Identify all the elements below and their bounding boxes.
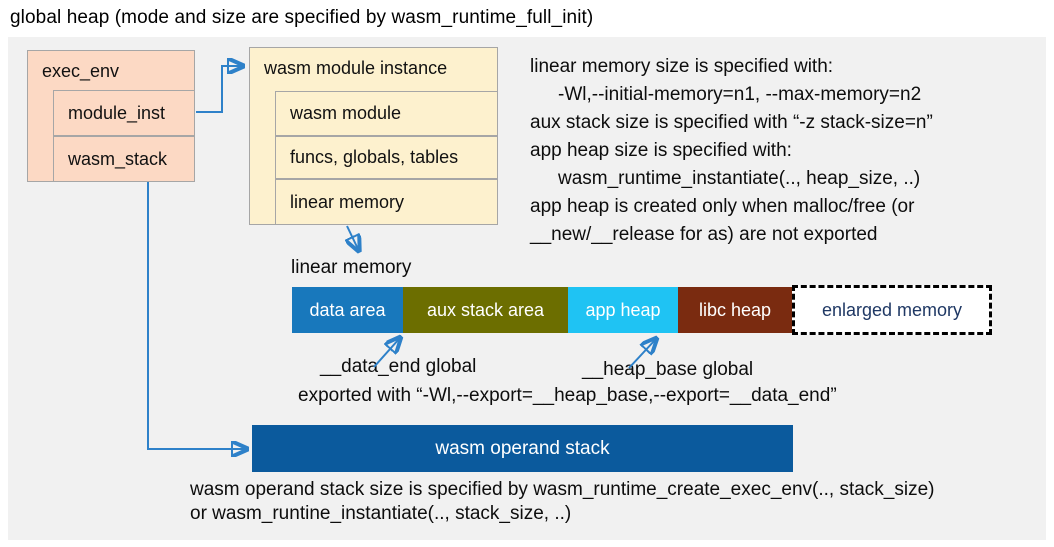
segment-app-heap: app heap <box>568 287 678 333</box>
note-line: wasm operand stack size is specified by … <box>190 479 935 500</box>
wasm-operand-stack-bar: wasm operand stack <box>252 425 793 472</box>
note-line: app heap is created only when malloc/fre… <box>530 196 915 217</box>
exported-with-label: exported with “-Wl,--export=__heap_base,… <box>298 385 837 406</box>
module-inst-field: module_inst <box>53 90 195 136</box>
page-title: global heap (mode and size are specified… <box>10 7 594 28</box>
segment-aux-stack-area: aux stack area <box>403 287 568 333</box>
exec-env-title: exec_env <box>42 61 120 81</box>
note-line: aux stack size is specified with “-z sta… <box>530 112 933 133</box>
module-instance-box: wasm module instance wasm module funcs, … <box>249 47 498 225</box>
segment-libc-heap: libc heap <box>678 287 792 333</box>
note-line: wasm_runtime_instantiate(.., heap_size, … <box>558 168 921 189</box>
note-line: or wasm_runtine_instantiate(.., stack_si… <box>190 503 572 524</box>
wasm-module-field: wasm module <box>275 91 498 136</box>
wasm-stack-field: wasm_stack <box>53 136 195 182</box>
note-line: __new/__release for as) are not exported <box>530 224 878 245</box>
heap-base-global-label: __heap_base global <box>582 359 754 380</box>
linear-memory-label: linear memory <box>291 257 412 278</box>
memory-config-notes: linear memory size is specified with: -W… <box>530 53 933 249</box>
operand-stack-notes: wasm operand stack size is specified by … <box>190 478 935 526</box>
note-line: app heap size is specified with: <box>530 140 792 161</box>
segment-enlarged-memory: enlarged memory <box>792 285 992 335</box>
segment-data-area: data area <box>292 287 403 333</box>
module-instance-title: wasm module instance <box>264 58 448 78</box>
funcs-globals-tables-field: funcs, globals, tables <box>275 136 498 179</box>
linear-memory-field: linear memory <box>275 179 498 225</box>
note-line: linear memory size is specified with: <box>530 56 834 77</box>
exec-env-box: exec_env module_inst wasm_stack <box>27 50 195 182</box>
data-end-global-label: __data_end global <box>320 356 477 377</box>
note-line: -Wl,--initial-memory=n1, --max-memory=n2 <box>558 84 922 105</box>
